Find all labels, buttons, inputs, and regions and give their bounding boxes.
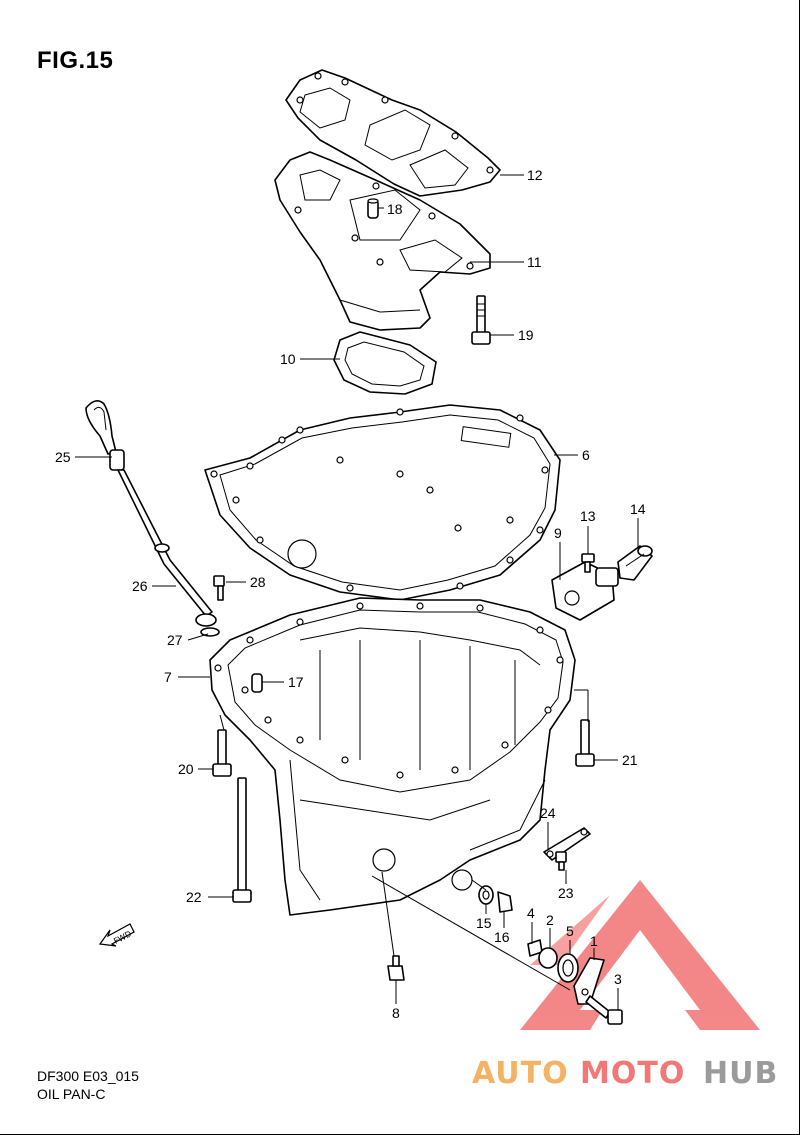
fwd-arrow-icon: FWD <box>98 923 135 947</box>
part-28-bolt <box>213 575 225 601</box>
watermark-auto: AUTO <box>472 1056 569 1091</box>
part-18-dowel-pin <box>367 198 379 219</box>
watermark-moto: MOTO <box>580 1056 685 1091</box>
callout-28: 28 <box>250 574 266 590</box>
part-16-plug <box>497 891 513 913</box>
callout-17: 17 <box>288 674 304 690</box>
watermark-text: AUTO MOTO HUB <box>472 1056 778 1091</box>
callout-26: 26 <box>132 578 148 594</box>
part-12-gasket <box>285 69 501 197</box>
callout-12: 12 <box>527 167 543 183</box>
callout-8: 8 <box>392 1005 400 1021</box>
callout-2: 2 <box>546 912 554 928</box>
part-5-o-ring <box>557 953 579 983</box>
callout-3: 3 <box>614 971 622 987</box>
part-17-dowel-pin <box>251 673 263 693</box>
callout-15: 15 <box>476 915 492 931</box>
callout-16: 16 <box>494 929 510 945</box>
part-20-bolt <box>212 729 232 777</box>
callout-21: 21 <box>622 752 638 768</box>
callout-25: 25 <box>55 449 71 465</box>
part-27-o-ring <box>200 627 220 637</box>
callout-4: 4 <box>527 905 535 921</box>
part-26-dipstick-guide <box>117 469 217 627</box>
part-23-bolt <box>555 851 567 871</box>
callout-13: 13 <box>580 508 596 524</box>
leader-lines <box>75 174 639 1010</box>
part-1-cover <box>573 957 605 1005</box>
callout-19: 19 <box>518 327 534 343</box>
callout-14: 14 <box>630 501 646 517</box>
figure-title: FIG.15 <box>37 47 114 74</box>
callout-27: 27 <box>167 632 183 648</box>
callout-10: 10 <box>280 351 296 367</box>
part-10-strainer-gasket <box>333 331 437 395</box>
callout-24: 24 <box>540 805 556 821</box>
part-25-dipstick <box>85 400 125 471</box>
part-11-strainer-housing <box>274 151 491 331</box>
part-9-adapter <box>551 561 619 621</box>
callout-numbers: 12 11 18 19 10 6 25 26 27 28 7 17 20 21 … <box>55 167 646 1021</box>
callout-20: 20 <box>178 761 194 777</box>
part-14-oil-sensor <box>617 545 653 581</box>
model-code: DF300 E03_015 <box>37 1068 139 1084</box>
callout-22: 22 <box>186 889 202 905</box>
callout-6: 6 <box>582 447 590 463</box>
callout-11: 11 <box>527 254 542 270</box>
part-22-long-bolt <box>232 777 252 903</box>
callout-18: 18 <box>387 201 403 217</box>
part-21-bolt <box>575 719 595 767</box>
part-19-bolt <box>471 295 491 345</box>
callout-1: 1 <box>590 933 598 949</box>
watermark-hub: HUB <box>703 1056 778 1091</box>
callout-7: 7 <box>164 669 172 685</box>
part-3-bolt <box>585 995 623 1025</box>
part-8-drain-plug <box>387 955 405 981</box>
callout-5: 5 <box>566 923 574 939</box>
callout-9: 9 <box>554 525 562 541</box>
part-24-bracket <box>543 827 591 861</box>
part-7-oil-pan <box>209 597 576 916</box>
callout-23: 23 <box>558 885 574 901</box>
section-name: OIL PAN-C <box>37 1086 106 1102</box>
part-6-oil-pan-gasket <box>204 404 561 601</box>
part-15-washer <box>478 885 494 905</box>
part-2-cap <box>538 947 558 969</box>
